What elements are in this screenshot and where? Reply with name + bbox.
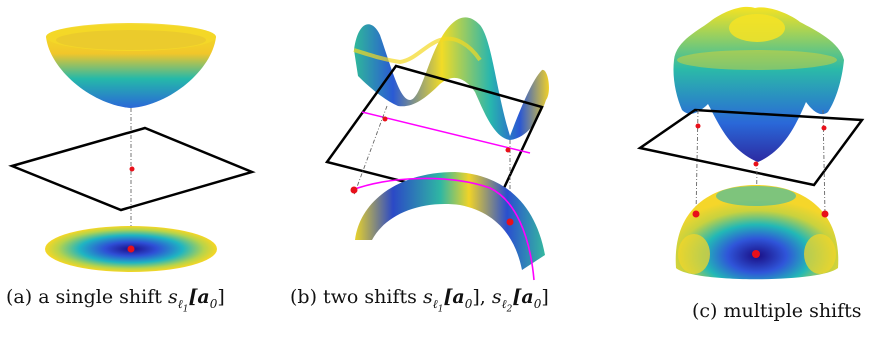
panel-b-arch-point-left bbox=[351, 187, 358, 194]
caption-c: (c) multiple shifts bbox=[692, 300, 862, 322]
figure bbox=[0, 0, 874, 285]
panel-c-plane-point-right bbox=[822, 126, 827, 131]
panel-b-plane-point-left bbox=[383, 117, 388, 122]
caption-b-close-1: ], bbox=[472, 286, 485, 308]
caption-a-symbol: s bbox=[168, 286, 178, 308]
caption-a-arg: [a bbox=[188, 286, 209, 308]
panel-a-graphic bbox=[12, 23, 252, 272]
panel-b-plane-point-right bbox=[506, 148, 511, 153]
panel-c-dome-point-right bbox=[822, 211, 829, 218]
panel-c-plane-point-center bbox=[754, 162, 759, 167]
panel-a-bowl-inner bbox=[56, 30, 206, 50]
panel-c-dome-top-patch bbox=[716, 186, 796, 206]
caption-b-arg-1: [a bbox=[443, 286, 464, 308]
caption-b-arg-2: [a bbox=[512, 286, 533, 308]
caption-a-close: ] bbox=[217, 286, 224, 308]
caption-b-close-2: ] bbox=[541, 286, 548, 308]
panel-c-dome-left-patch bbox=[678, 234, 710, 274]
panel-c-dome-point-center bbox=[752, 250, 760, 258]
panel-c-graphic bbox=[640, 7, 862, 279]
caption-a-text: (a) a single shift bbox=[6, 286, 162, 308]
panel-b-arch-point-right bbox=[507, 219, 514, 226]
caption-b-symbol-1: s bbox=[423, 286, 433, 308]
caption-b: (b) two shifts sℓ1[a0], sℓ2[a0] bbox=[290, 286, 549, 314]
panel-c-plane-point-left bbox=[696, 124, 701, 129]
panel-b-wave-surface bbox=[354, 17, 549, 140]
caption-b-text: (b) two shifts bbox=[290, 286, 417, 308]
panel-b-arch-surface bbox=[355, 172, 545, 270]
caption-a: (a) a single shift sℓ1[a0] bbox=[6, 286, 225, 314]
panel-a-disk-point bbox=[128, 246, 135, 253]
panel-c-peak-highlight bbox=[729, 14, 785, 42]
caption-b-symbol-2: s bbox=[492, 286, 502, 308]
panel-c-dome-point-left bbox=[693, 211, 700, 218]
caption-c-text: (c) multiple shifts bbox=[692, 300, 862, 322]
panel-b-graphic bbox=[327, 17, 549, 280]
panel-c-ridge-highlight bbox=[677, 50, 837, 70]
panel-c-dome-right-patch bbox=[804, 234, 836, 274]
panel-a-plane-point bbox=[130, 167, 135, 172]
